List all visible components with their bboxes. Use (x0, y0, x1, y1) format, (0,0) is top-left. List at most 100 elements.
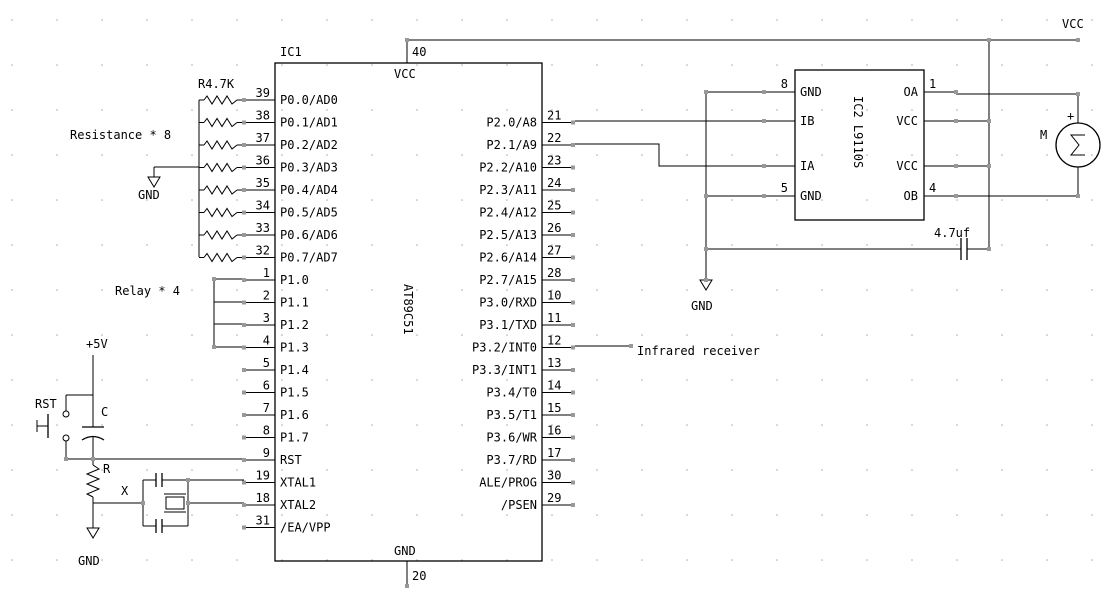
ic1-body (274, 62, 543, 562)
reset-circuit: +5V RST C R GND (35, 337, 244, 568)
ic1-pin-name: P1.7 (280, 431, 309, 445)
junction-dot (704, 90, 708, 94)
ic1-pin-number: 7 (263, 401, 270, 415)
junction-dot (186, 501, 190, 505)
junction-dot (571, 368, 575, 372)
ic1-pin-name: P3.4/T0 (486, 386, 537, 400)
ic2-pin-name: OA (904, 85, 919, 99)
ic2-ref: IC2 L9110S (851, 96, 865, 168)
ic2-pin-name: VCC (896, 114, 918, 128)
junction-dot (571, 345, 575, 350)
ic1-pin-name: P2.0/A8 (486, 116, 537, 130)
pullup-resistor (203, 95, 238, 105)
junction-dot (242, 345, 246, 350)
ic2-pin-name: IB (800, 114, 814, 128)
junction-dot (141, 501, 145, 505)
junction-dot (242, 413, 246, 417)
junction-dot (571, 323, 575, 327)
relay-note: Relay * 4 (115, 284, 180, 298)
ic1-pin-name: P3.6/WR (486, 431, 537, 445)
ic1-pin-name: P0.5/AD5 (280, 206, 338, 220)
junction-dot (242, 165, 246, 170)
ic1-vcc-label: VCC (394, 67, 416, 81)
wire-p21-ia (573, 143, 764, 167)
motor: + M (956, 93, 1101, 197)
cap-c-label: C (101, 405, 108, 419)
ic1-pin-name: P0.4/AD4 (280, 183, 338, 197)
junction-dot (1076, 194, 1080, 198)
ic1-pin-number: 21 (547, 109, 561, 123)
ic1-pin-number: 19 (256, 469, 270, 483)
ic1-pin40-num: 40 (412, 45, 426, 59)
ic2-pin-number: 1 (929, 77, 936, 91)
reset-gnd-label: GND (78, 554, 100, 568)
pullup-resistor (203, 140, 238, 150)
junction-dot (762, 194, 766, 198)
junction-dot (571, 120, 575, 125)
gnd-symbol-resistors (147, 176, 161, 188)
ic1-pin-name: P1.5 (280, 386, 309, 400)
ic1-pin-number: 9 (263, 446, 270, 460)
ic2-body (794, 69, 925, 221)
ic1-pin-name: P0.1/AD1 (280, 116, 338, 130)
ic1-pin-name: P3.2/INT0 (472, 341, 537, 355)
ic1-gnd-label: GND (394, 544, 416, 558)
ic1-pin-number: 32 (256, 244, 270, 258)
resistance-note: Resistance * 8 (70, 128, 171, 142)
ic1-ref: IC1 (280, 45, 302, 59)
junction-dot (91, 457, 95, 461)
ic1-pin-number: 38 (256, 109, 270, 123)
ic1-pin-number: 6 (263, 379, 270, 393)
ic1-pin-number: 16 (547, 424, 561, 438)
ic1-pin-name: P0.3/AD3 (280, 161, 338, 175)
ic1-pin-name: XTAL1 (280, 476, 316, 490)
junction-dot (762, 90, 766, 94)
junction-dot (242, 480, 246, 485)
junction-dot (762, 119, 766, 123)
junction-dot (242, 98, 246, 102)
junction-dot (704, 194, 708, 198)
junction-dot (242, 458, 246, 462)
junction-dot (242, 255, 246, 260)
ic1-pin-number: 35 (256, 176, 270, 190)
junction-dot (571, 188, 575, 192)
ic1-pin-name: P2.1/A9 (486, 138, 537, 152)
relay-connector: Relay * 4 (115, 278, 244, 348)
junction-dot (571, 300, 575, 305)
pullup-resistor (203, 252, 238, 263)
ic1-pin-name: P1.4 (280, 363, 309, 377)
ic1-pin-name: XTAL2 (280, 498, 316, 512)
ic1-pin-number: 5 (263, 356, 270, 370)
ic1-pin-number: 3 (263, 311, 270, 325)
junction-dot (405, 584, 409, 588)
junction-dot (242, 435, 246, 440)
ic2-pin-number: 8 (781, 77, 788, 91)
ic1-pin-name: ALE/PROG (479, 476, 537, 490)
junction-dot (571, 390, 575, 395)
motor-m-label: M (1040, 128, 1047, 142)
motor-sigma-icon (1069, 134, 1085, 156)
pullup-resistor (203, 117, 238, 128)
pullup-resistor (203, 207, 238, 218)
ic1-part: AT89C51 (401, 284, 415, 335)
ic1-pin-number: 4 (263, 334, 270, 348)
ic2-pin-name: GND (800, 189, 822, 203)
junction-dot (64, 457, 68, 461)
motor-plus-label: + (1067, 109, 1074, 123)
junction-dot (704, 247, 708, 251)
ic1-pin-number: 18 (256, 491, 270, 505)
ic1-pin-number: 24 (547, 176, 561, 190)
resistor-array (199, 95, 244, 263)
grid-dots (11, 19, 1093, 561)
ic1-pin-name: P3.5/T1 (486, 408, 537, 422)
ic1-pin-name: P2.2/A10 (479, 161, 537, 175)
motor-circle (1055, 122, 1101, 168)
ic1-pin-name: P3.0/RXD (479, 296, 537, 310)
junction-dot (987, 38, 991, 42)
infrared-label: Infrared receiver (637, 344, 760, 358)
